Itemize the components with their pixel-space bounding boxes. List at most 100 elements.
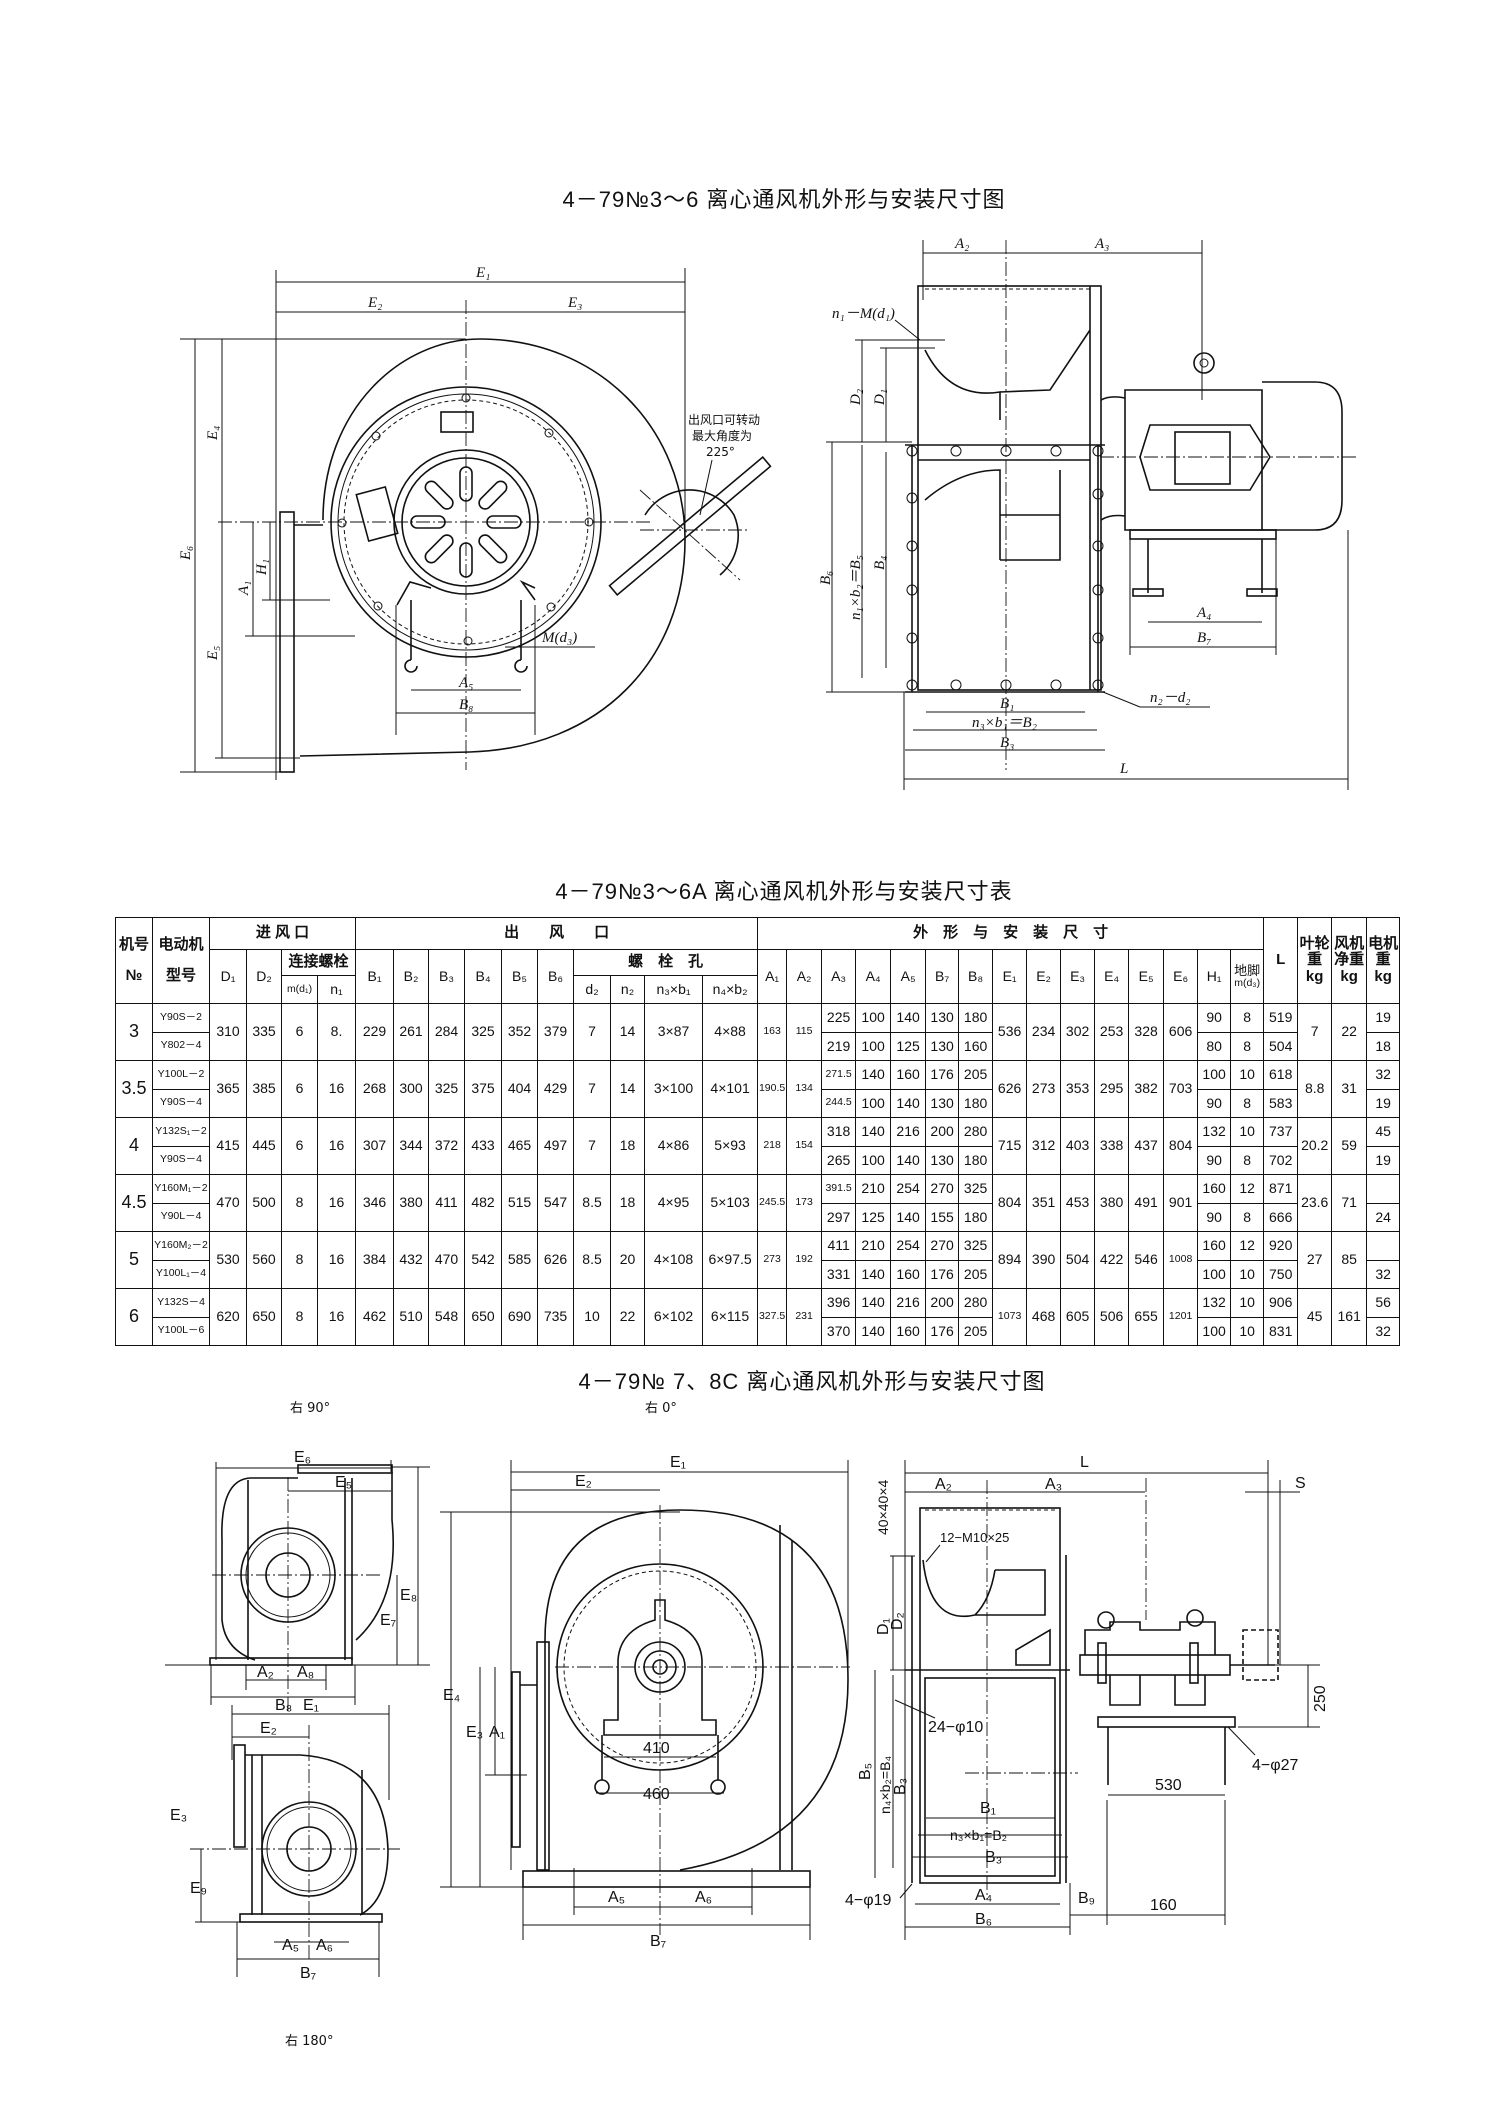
header-H1: H₁ — [1197, 949, 1232, 1004]
cell-foot: 8 — [1230, 1202, 1265, 1232]
dim-B4: B₄ — [872, 556, 888, 570]
cell-D2: 445 — [246, 1117, 282, 1175]
cell-L: 871 — [1263, 1174, 1299, 1204]
cell-E1: 1073 — [992, 1288, 1028, 1346]
cell-A5: 140 — [890, 1088, 927, 1118]
cell-B8: 280 — [958, 1117, 994, 1147]
dim-n1b2-B5: n₁×b₂＝B₅ — [848, 555, 864, 620]
cell-B3: 411 — [428, 1174, 466, 1232]
header-B4: B₄ — [464, 949, 503, 1004]
cell-B8: 180 — [958, 1202, 994, 1232]
cell-A3: 396 — [821, 1288, 857, 1318]
rotation-note-line-2: 最大角度为 — [692, 428, 752, 443]
cell-motor-weight: 19 — [1366, 1003, 1401, 1033]
cell-A3: 391.5 — [821, 1174, 857, 1204]
cell-A1: 190.5 — [757, 1060, 788, 1118]
dim-B7: B₇ — [650, 1933, 666, 1950]
label-angle-steel: 40×40×4 — [875, 1480, 891, 1535]
dim-E9: E₉ — [190, 1880, 207, 1897]
cell-motor-weight: 18 — [1366, 1031, 1401, 1061]
cell-A5: 216 — [890, 1288, 927, 1318]
cell-H1: 90 — [1197, 1202, 1232, 1232]
cell-B8: 205 — [958, 1316, 994, 1346]
cell-B7: 130 — [925, 1031, 960, 1061]
header-outline: 外 形 与 安 装 尺 寸 — [757, 917, 1265, 950]
cell-E3: 403 — [1060, 1117, 1096, 1175]
cell-foot: 12 — [1230, 1231, 1265, 1261]
header-motor-w-2: 重 — [1375, 951, 1391, 969]
cell-E4: 506 — [1094, 1288, 1130, 1346]
header-D2: D₂ — [246, 949, 282, 1004]
cell-E1: 715 — [992, 1117, 1028, 1175]
cell-foot: 8 — [1230, 1145, 1265, 1175]
cell-D2: 385 — [246, 1060, 282, 1118]
cell-motor-model: Y160M₁－2 — [152, 1174, 210, 1204]
cell-n3b1: 4×86 — [644, 1117, 704, 1175]
cell-E2: 468 — [1026, 1288, 1062, 1346]
cell-impeller-weight: 8.8 — [1297, 1060, 1333, 1118]
cell-B5: 690 — [501, 1288, 539, 1346]
cell-A2: 231 — [786, 1288, 823, 1346]
dim-B3: B₃ — [1000, 735, 1014, 751]
cell-fan-weight: 31 — [1331, 1060, 1368, 1118]
cell-A5: 125 — [890, 1031, 927, 1061]
flange-bolt-holes — [906, 445, 1104, 691]
label-n2-d2: n₂－d₂ — [1150, 690, 1190, 706]
cell-A4: 140 — [855, 1117, 892, 1147]
header-A2: A₂ — [786, 949, 823, 1004]
cell-E5: 546 — [1128, 1231, 1165, 1289]
header-E6: E₆ — [1163, 949, 1199, 1004]
cell-A3: 225 — [821, 1003, 857, 1033]
cell-motor-model: Y100L－6 — [152, 1316, 210, 1346]
cell-machine-no: 3 — [115, 1003, 153, 1061]
header-fan-2: 净重 — [1334, 951, 1365, 969]
header-B6: B₆ — [537, 949, 575, 1004]
cell-m_d1: 6 — [281, 1060, 318, 1118]
cell-A4: 140 — [855, 1288, 892, 1318]
cell-E5: 328 — [1128, 1003, 1165, 1061]
dim-E1: E₁ — [303, 1697, 319, 1714]
dim-E4: E₄ — [443, 1687, 460, 1704]
cell-E6: 804 — [1163, 1117, 1199, 1175]
cell-foot: 10 — [1230, 1060, 1265, 1090]
cell-L: 583 — [1263, 1088, 1299, 1118]
cell-E3: 605 — [1060, 1288, 1096, 1346]
cell-A2: 154 — [786, 1117, 823, 1175]
cell-A4: 100 — [855, 1003, 892, 1033]
cell-motor-weight: 32 — [1366, 1259, 1401, 1289]
cell-B6: 497 — [537, 1117, 575, 1175]
header-motor-w-3: kg — [1374, 967, 1392, 985]
header-E1: E₁ — [992, 949, 1028, 1004]
cell-D2: 335 — [246, 1003, 282, 1061]
cell-B1: 462 — [355, 1288, 395, 1346]
cell-B7: 130 — [925, 1003, 960, 1033]
cell-E4: 253 — [1094, 1003, 1130, 1061]
cell-E1: 804 — [992, 1174, 1028, 1232]
cell-E6: 1201 — [1163, 1288, 1199, 1346]
header-B3: B₃ — [428, 949, 466, 1004]
cell-m_d1: 8 — [281, 1288, 318, 1346]
dim-E6: E₆ — [178, 546, 194, 561]
dim-n3b1-B2: n₃×b₁=B₂ — [950, 1827, 1007, 1843]
cell-B4: 433 — [464, 1117, 503, 1175]
rotation-note-line-1: 出风口可转动 — [688, 412, 760, 427]
drawing-1-title: 4－79№3～6 离心通风机外形与安装尺寸图 — [562, 187, 1006, 212]
view-label-right-90: 右 90° — [290, 1401, 330, 1416]
cell-E6: 606 — [1163, 1003, 1199, 1061]
dim-E2: E₂ — [260, 1720, 277, 1737]
dim-A8: A₈ — [297, 1664, 314, 1681]
cell-D2: 650 — [246, 1288, 282, 1346]
dim-A3: A₃ — [1045, 1476, 1062, 1493]
cell-A4: 140 — [855, 1060, 892, 1090]
header-conn-bolt: 连接螺栓 — [280, 949, 357, 976]
cell-A4: 210 — [855, 1174, 892, 1204]
cell-A1: 245.5 — [757, 1174, 788, 1232]
cell-n4b2: 4×101 — [702, 1060, 759, 1118]
cell-motor-model: Y132S－4 — [152, 1288, 210, 1318]
cell-L: 750 — [1263, 1259, 1299, 1289]
